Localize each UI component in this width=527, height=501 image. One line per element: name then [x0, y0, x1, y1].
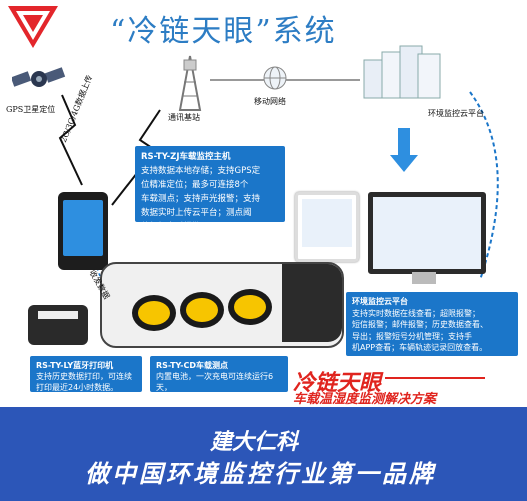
zj-line: 值超标实时报警。 [141, 222, 210, 232]
cloud-title: 环境监控云平台 [352, 297, 408, 306]
satellite-icon [10, 62, 66, 104]
base-station-icon [172, 52, 208, 116]
server-rack-icon [362, 44, 444, 108]
banner-line-2: 做中国环境监控行业第一品牌 [85, 459, 436, 488]
cd-line: 内置电池，一次充电可连续运行6天， [156, 372, 274, 392]
monitor-image [368, 192, 486, 274]
ly-info-box: RS-TY-LY蓝牙打印机 支持历史数据打印，可连续 打印最近24小时数据。 [30, 356, 142, 392]
tablet-image [295, 192, 359, 262]
printer-image [28, 305, 88, 345]
ly-line: 支持历史数据打印，可连续 [36, 372, 132, 381]
down-arrow-icon [390, 128, 418, 172]
zj-info-box: RS-TY-ZJ车载监控主机 支持数据本地存储；支持GPS定 位精准定位；最多可… [135, 146, 285, 232]
monitor-stand [412, 272, 436, 284]
wireless-signal-icon [58, 94, 83, 186]
probe-sensor-icon [180, 292, 224, 328]
footer-banner [0, 407, 527, 501]
cd-line: 与主机通讯距离最远50米。 [156, 394, 255, 403]
handheld-host-image [58, 192, 108, 270]
ly-title: RS-TY-LY蓝牙打印机 [36, 361, 114, 370]
probe-sensor-icon [132, 295, 176, 331]
ly-line: 打印最近24小时数据。 [36, 383, 119, 392]
cloud-line: 支持实时数据在线查看；超限报警； [352, 308, 480, 318]
cloud-line: 导出；报警短号分机管理；支持手 [352, 331, 472, 341]
page-title: “冷链天眼”系统 [110, 14, 337, 49]
cloud-line: 机APP查看；车辆轨迹记录回放查看。 [352, 343, 488, 352]
banner-line-1: 建大仁科 [210, 429, 299, 455]
brand-tagline: 车载温湿度监测解决方案 [293, 392, 437, 407]
cloud-info-box: 环境监控云平台 支持实时数据在线查看；超限报警； 短信报警；邮件报警；历史数据查… [346, 292, 518, 356]
zj-line: 位精准定位；最多可连接8个 [141, 180, 249, 190]
company-logo [6, 4, 60, 50]
zj-line: 数据实时上传云平台；测点阈 [141, 208, 252, 218]
base-station-label: 通讯基站 [168, 113, 200, 122]
mobile-network-icon [263, 66, 287, 94]
zj-title: RS-TY-ZJ车载监控主机 [141, 152, 231, 162]
wireless-signal-icon [111, 109, 161, 206]
cloud-line: 短信报警；邮件报警；历史数据查看、 [352, 320, 488, 329]
zj-line: 支持数据本地存储；支持GPS定 [141, 166, 261, 176]
cd-info-box: RS-TY-CD车载测点 内置电池，一次充电可连续运行6天， 与主机通讯距离最远… [150, 356, 288, 403]
probe-sensor-icon [228, 289, 272, 325]
brand-divider [385, 377, 485, 379]
zj-line: 车载测点；支持声光报警；支持 [141, 194, 261, 204]
cd-title: RS-TY-CD车载测点 [156, 361, 228, 370]
gps-label: GPS卫星定位 [6, 105, 56, 114]
mobile-network-label: 移动网络 [254, 97, 286, 106]
cloud-platform-label: 环境监控云平台 [428, 109, 484, 118]
brand-name: 冷链天眼 [293, 370, 382, 396]
